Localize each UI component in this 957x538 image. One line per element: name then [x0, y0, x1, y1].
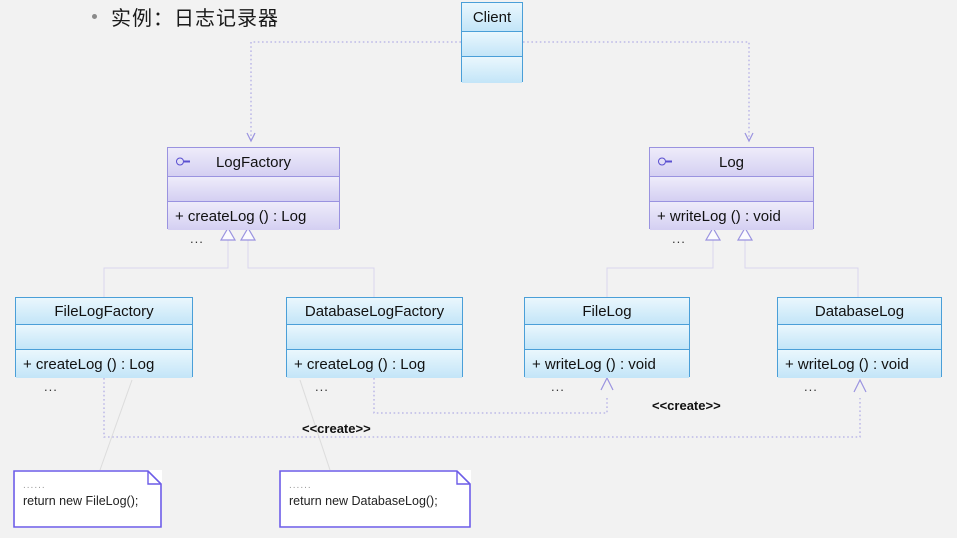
interface-box-log[interactable]: Log + writeLog () : void	[649, 147, 814, 230]
note-shape-filelog	[13, 470, 162, 528]
note-shape-databaselog	[279, 470, 471, 528]
relation-filelog-log	[606, 226, 722, 298]
class-operation-databaselogfactory-createlog: + createLog () : Log	[287, 350, 462, 378]
note-databaselog[interactable]: ...... return new DatabaseLog();	[279, 470, 471, 528]
ellipsis-databaselogfactory: ...	[315, 379, 329, 394]
ellipsis-logfactory: ...	[190, 231, 204, 246]
class-operation-filelog-writelog: + writeLog () : void	[525, 350, 689, 378]
stereotype-create-right: <<create>>	[652, 398, 721, 413]
ellipsis-filelogfactory: ...	[44, 379, 58, 394]
interface-label-logfactory: LogFactory	[215, 153, 292, 171]
interface-name-logfactory: LogFactory	[168, 148, 339, 177]
relation-create-filelog	[103, 378, 867, 438]
class-name-databaselog: DatabaseLog	[778, 298, 941, 325]
class-box-databaselog[interactable]: DatabaseLog + writeLog () : void	[777, 297, 942, 378]
page-title: 实例：日志记录器	[111, 8, 279, 30]
class-name-client: Client	[462, 3, 522, 32]
relation-filelogfactory-logfactory	[103, 226, 237, 298]
note-dots-filelog: ......	[23, 480, 46, 491]
relation-client-logfactory	[246, 41, 461, 143]
note-anchor-filelog	[99, 379, 133, 471]
note-code-filelog: return new FileLog();	[23, 494, 139, 508]
relation-create-databaselog	[373, 376, 614, 414]
class-name-filelog: FileLog	[525, 298, 689, 325]
relation-databaselogfactory-logfactory	[239, 226, 375, 298]
ellipsis-filelog: ...	[551, 379, 565, 394]
class-operations-client	[462, 57, 522, 83]
class-operation-filelogfactory-createlog: + createLog () : Log	[16, 350, 192, 378]
class-attributes-databaselogfactory	[287, 325, 462, 350]
interface-attributes-logfactory	[168, 177, 339, 202]
note-filelog[interactable]: ...... return new FileLog();	[13, 470, 162, 528]
relation-client-log	[523, 41, 754, 143]
interface-lollipop-icon	[658, 157, 672, 167]
class-box-filelogfactory[interactable]: FileLogFactory + createLog () : Log	[15, 297, 193, 378]
stereotype-create-left: <<create>>	[302, 421, 371, 436]
bullet-dot-icon	[92, 14, 97, 19]
interface-label-log: Log	[718, 153, 745, 171]
ellipsis-databaselog: ...	[804, 379, 818, 394]
class-attributes-filelog	[525, 325, 689, 350]
class-attributes-filelogfactory	[16, 325, 192, 350]
interface-operation-writelog: + writeLog () : void	[650, 202, 813, 230]
interface-lollipop-icon	[176, 157, 190, 167]
class-box-filelog[interactable]: FileLog + writeLog () : void	[524, 297, 690, 378]
class-name-filelogfactory: FileLogFactory	[16, 298, 192, 325]
interface-box-logfactory[interactable]: LogFactory + createLog () : Log	[167, 147, 340, 230]
interface-attributes-log	[650, 177, 813, 202]
class-attributes-client	[462, 32, 522, 57]
note-code-databaselog: return new DatabaseLog();	[289, 494, 438, 508]
interface-operation-createlog: + createLog () : Log	[168, 202, 339, 230]
class-name-databaselogfactory: DatabaseLogFactory	[287, 298, 462, 325]
class-attributes-databaselog	[778, 325, 941, 350]
class-box-databaselogfactory[interactable]: DatabaseLogFactory + createLog () : Log	[286, 297, 463, 378]
class-operation-databaselog-writelog: + writeLog () : void	[778, 350, 941, 378]
ellipsis-log: ...	[672, 231, 686, 246]
slide-bullet-heading: 实例：日志记录器	[92, 2, 279, 31]
interface-name-log: Log	[650, 148, 813, 177]
class-box-client[interactable]: Client	[461, 2, 523, 83]
relation-databaselog-log	[736, 226, 859, 298]
note-dots-databaselog: ......	[289, 480, 312, 491]
